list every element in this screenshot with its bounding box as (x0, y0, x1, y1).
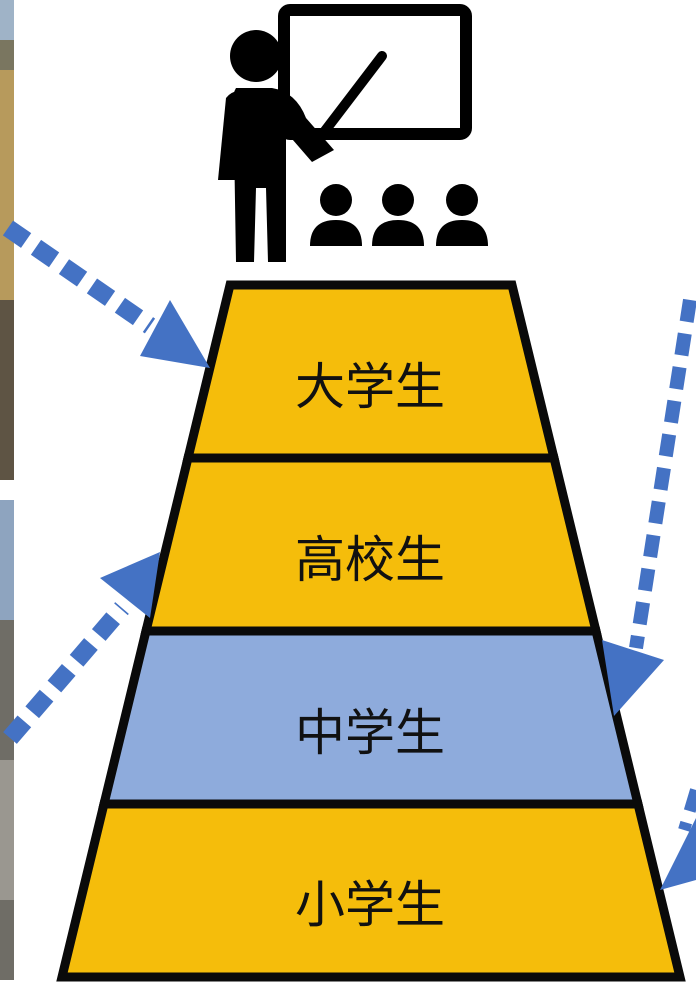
tier-elementary (56, 799, 686, 982)
arrow-to-university (2, 220, 210, 368)
tier-labels: 大学生 高校生 中学生 小学生 (295, 358, 445, 934)
tier-label-middle-school: 中学生 (295, 704, 445, 762)
pyramid (56, 280, 686, 982)
tier-label-university: 大学生 (295, 358, 445, 416)
arrow-to-middle-school (602, 298, 696, 716)
tier-label-elementary: 小学生 (295, 876, 445, 934)
arrow-from-high-school (3, 552, 160, 744)
left-photo-fragments (0, 0, 14, 980)
tier-label-high-school: 高校生 (295, 531, 445, 589)
teacher-presenting-to-students-icon (218, 4, 488, 262)
arrows (2, 220, 696, 890)
arrow-to-elementary (660, 788, 696, 890)
